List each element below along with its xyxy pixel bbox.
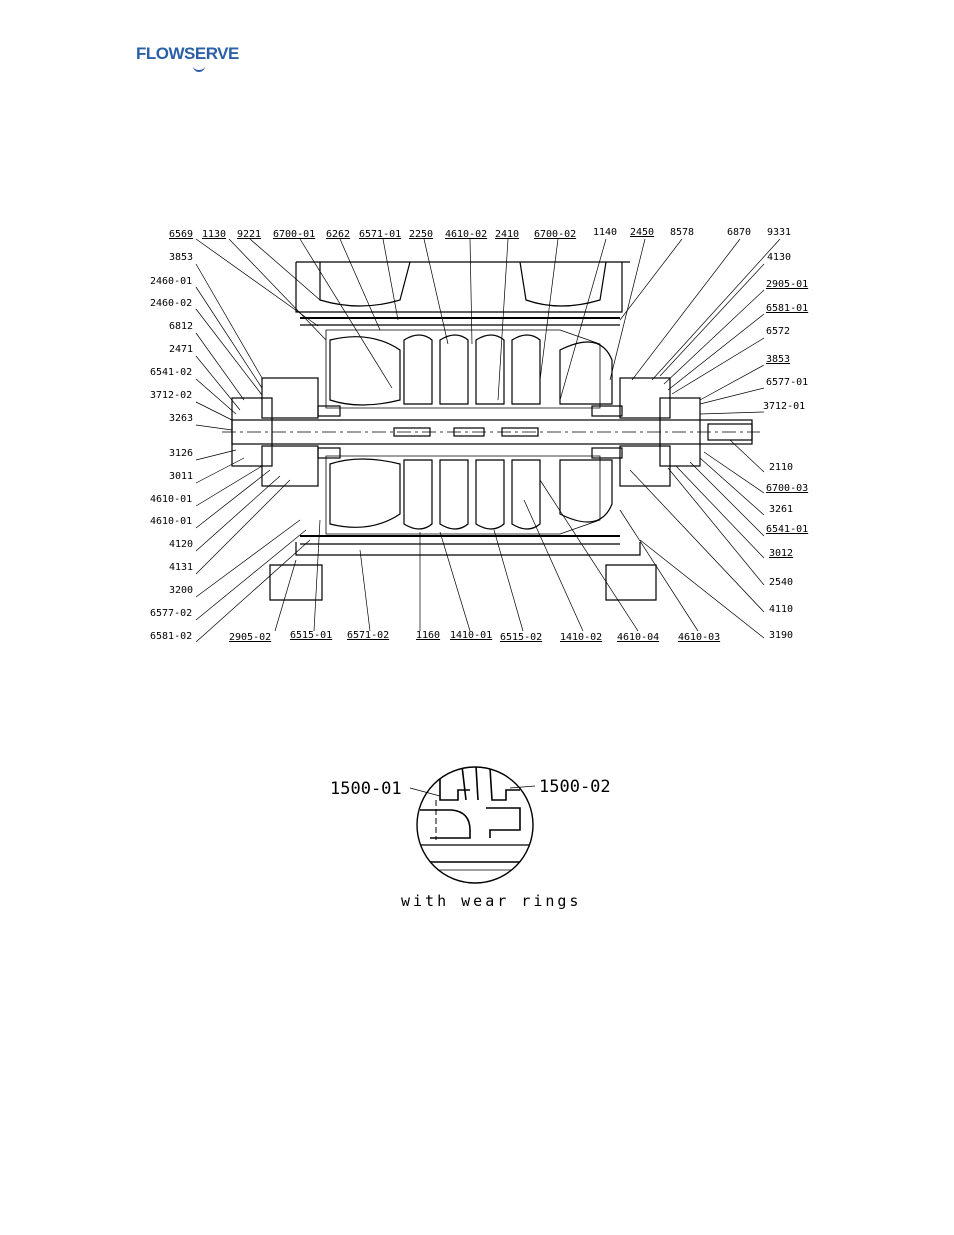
- part-label: 4110: [769, 604, 793, 615]
- part-label: 1160: [416, 630, 440, 641]
- part-label: 6581-02: [150, 631, 192, 642]
- part-label: 2460-01: [150, 276, 192, 287]
- part-label: 6700-03: [766, 483, 808, 494]
- right-labels: 4130 2905-01 6581-01 6572 3853 6577-01 3…: [763, 252, 808, 641]
- part-label: 2471: [169, 344, 193, 355]
- part-label: 1410-01: [450, 630, 492, 641]
- detail-label-right: 1500-02: [539, 777, 611, 797]
- part-label: 3200: [169, 585, 193, 596]
- part-label: 3853: [766, 354, 790, 365]
- pump-body: [222, 261, 760, 601]
- part-label: 6577-01: [766, 377, 808, 388]
- left-labels: 3853 2460-01 2460-02 6812 2471 6541-02 3…: [150, 252, 193, 642]
- wear-ring-detail: 1500-01 1500-02 with wear rings: [330, 766, 611, 910]
- part-label: 4130: [767, 252, 791, 263]
- part-label: 1140: [593, 227, 617, 238]
- part-label: 4610-02: [445, 229, 487, 240]
- part-label: 6812: [169, 321, 193, 332]
- detail-label-left: 1500-01: [330, 779, 402, 799]
- part-label: 4610-01: [150, 494, 192, 505]
- part-label: 6541-02: [150, 367, 192, 378]
- part-label: 4610-01: [150, 516, 192, 527]
- part-label: 3012: [769, 548, 793, 559]
- part-label: 6700-02: [534, 229, 576, 240]
- flowserve-logo: FLOWSERVE: [136, 38, 246, 78]
- part-label: 4131: [169, 562, 193, 573]
- logo-swoosh-icon: [193, 64, 205, 72]
- top-labels: 6569 1130 9221 6700-01 6262 6571-01 2250…: [169, 227, 791, 240]
- part-label: 9331: [767, 227, 791, 238]
- part-label: 6572: [766, 326, 790, 337]
- part-label: 6541-01: [766, 524, 808, 535]
- part-label: 6515-01: [290, 630, 332, 641]
- part-label: 4120: [169, 539, 193, 550]
- part-label: 3126: [169, 448, 193, 459]
- part-label: 8578: [670, 227, 694, 238]
- logo-text: FLOWSERVE: [136, 44, 239, 63]
- part-label: 9221: [237, 229, 261, 240]
- part-label: 6870: [727, 227, 751, 238]
- part-label: 6571-01: [359, 229, 401, 240]
- part-label: 2450: [630, 227, 654, 238]
- part-label: 1410-02: [560, 632, 602, 643]
- part-label: 2410: [495, 229, 519, 240]
- part-label: 6262: [326, 229, 350, 240]
- part-label: 3011: [169, 471, 193, 482]
- part-label: 2110: [769, 462, 793, 473]
- part-label: 6515-02: [500, 632, 542, 643]
- part-label: 4610-03: [678, 632, 720, 643]
- part-label: 2905-01: [766, 279, 808, 290]
- part-label: 2905-02: [229, 632, 271, 643]
- part-label: 1130: [202, 229, 226, 240]
- part-label: 6577-02: [150, 608, 192, 619]
- part-label: 2250: [409, 229, 433, 240]
- part-label: 3712-01: [763, 401, 805, 412]
- part-label: 6571-02: [347, 630, 389, 641]
- part-label: 4610-04: [617, 632, 659, 643]
- part-label: 3261: [769, 504, 793, 515]
- part-label: 6569: [169, 229, 193, 240]
- leader-lines: [195, 238, 781, 643]
- detail-caption: with wear rings: [401, 892, 581, 910]
- part-label: 6581-01: [766, 303, 808, 314]
- part-label: 3190: [769, 630, 793, 641]
- part-label: 2460-02: [150, 298, 192, 309]
- bottom-labels: 2905-02 6515-01 6571-02 1160 1410-01 651…: [229, 630, 720, 643]
- part-label: 2540: [769, 577, 793, 588]
- part-label: 3712-02: [150, 390, 192, 401]
- part-label: 3263: [169, 413, 193, 424]
- part-label: 3853: [169, 252, 193, 263]
- part-label: 6700-01: [273, 229, 315, 240]
